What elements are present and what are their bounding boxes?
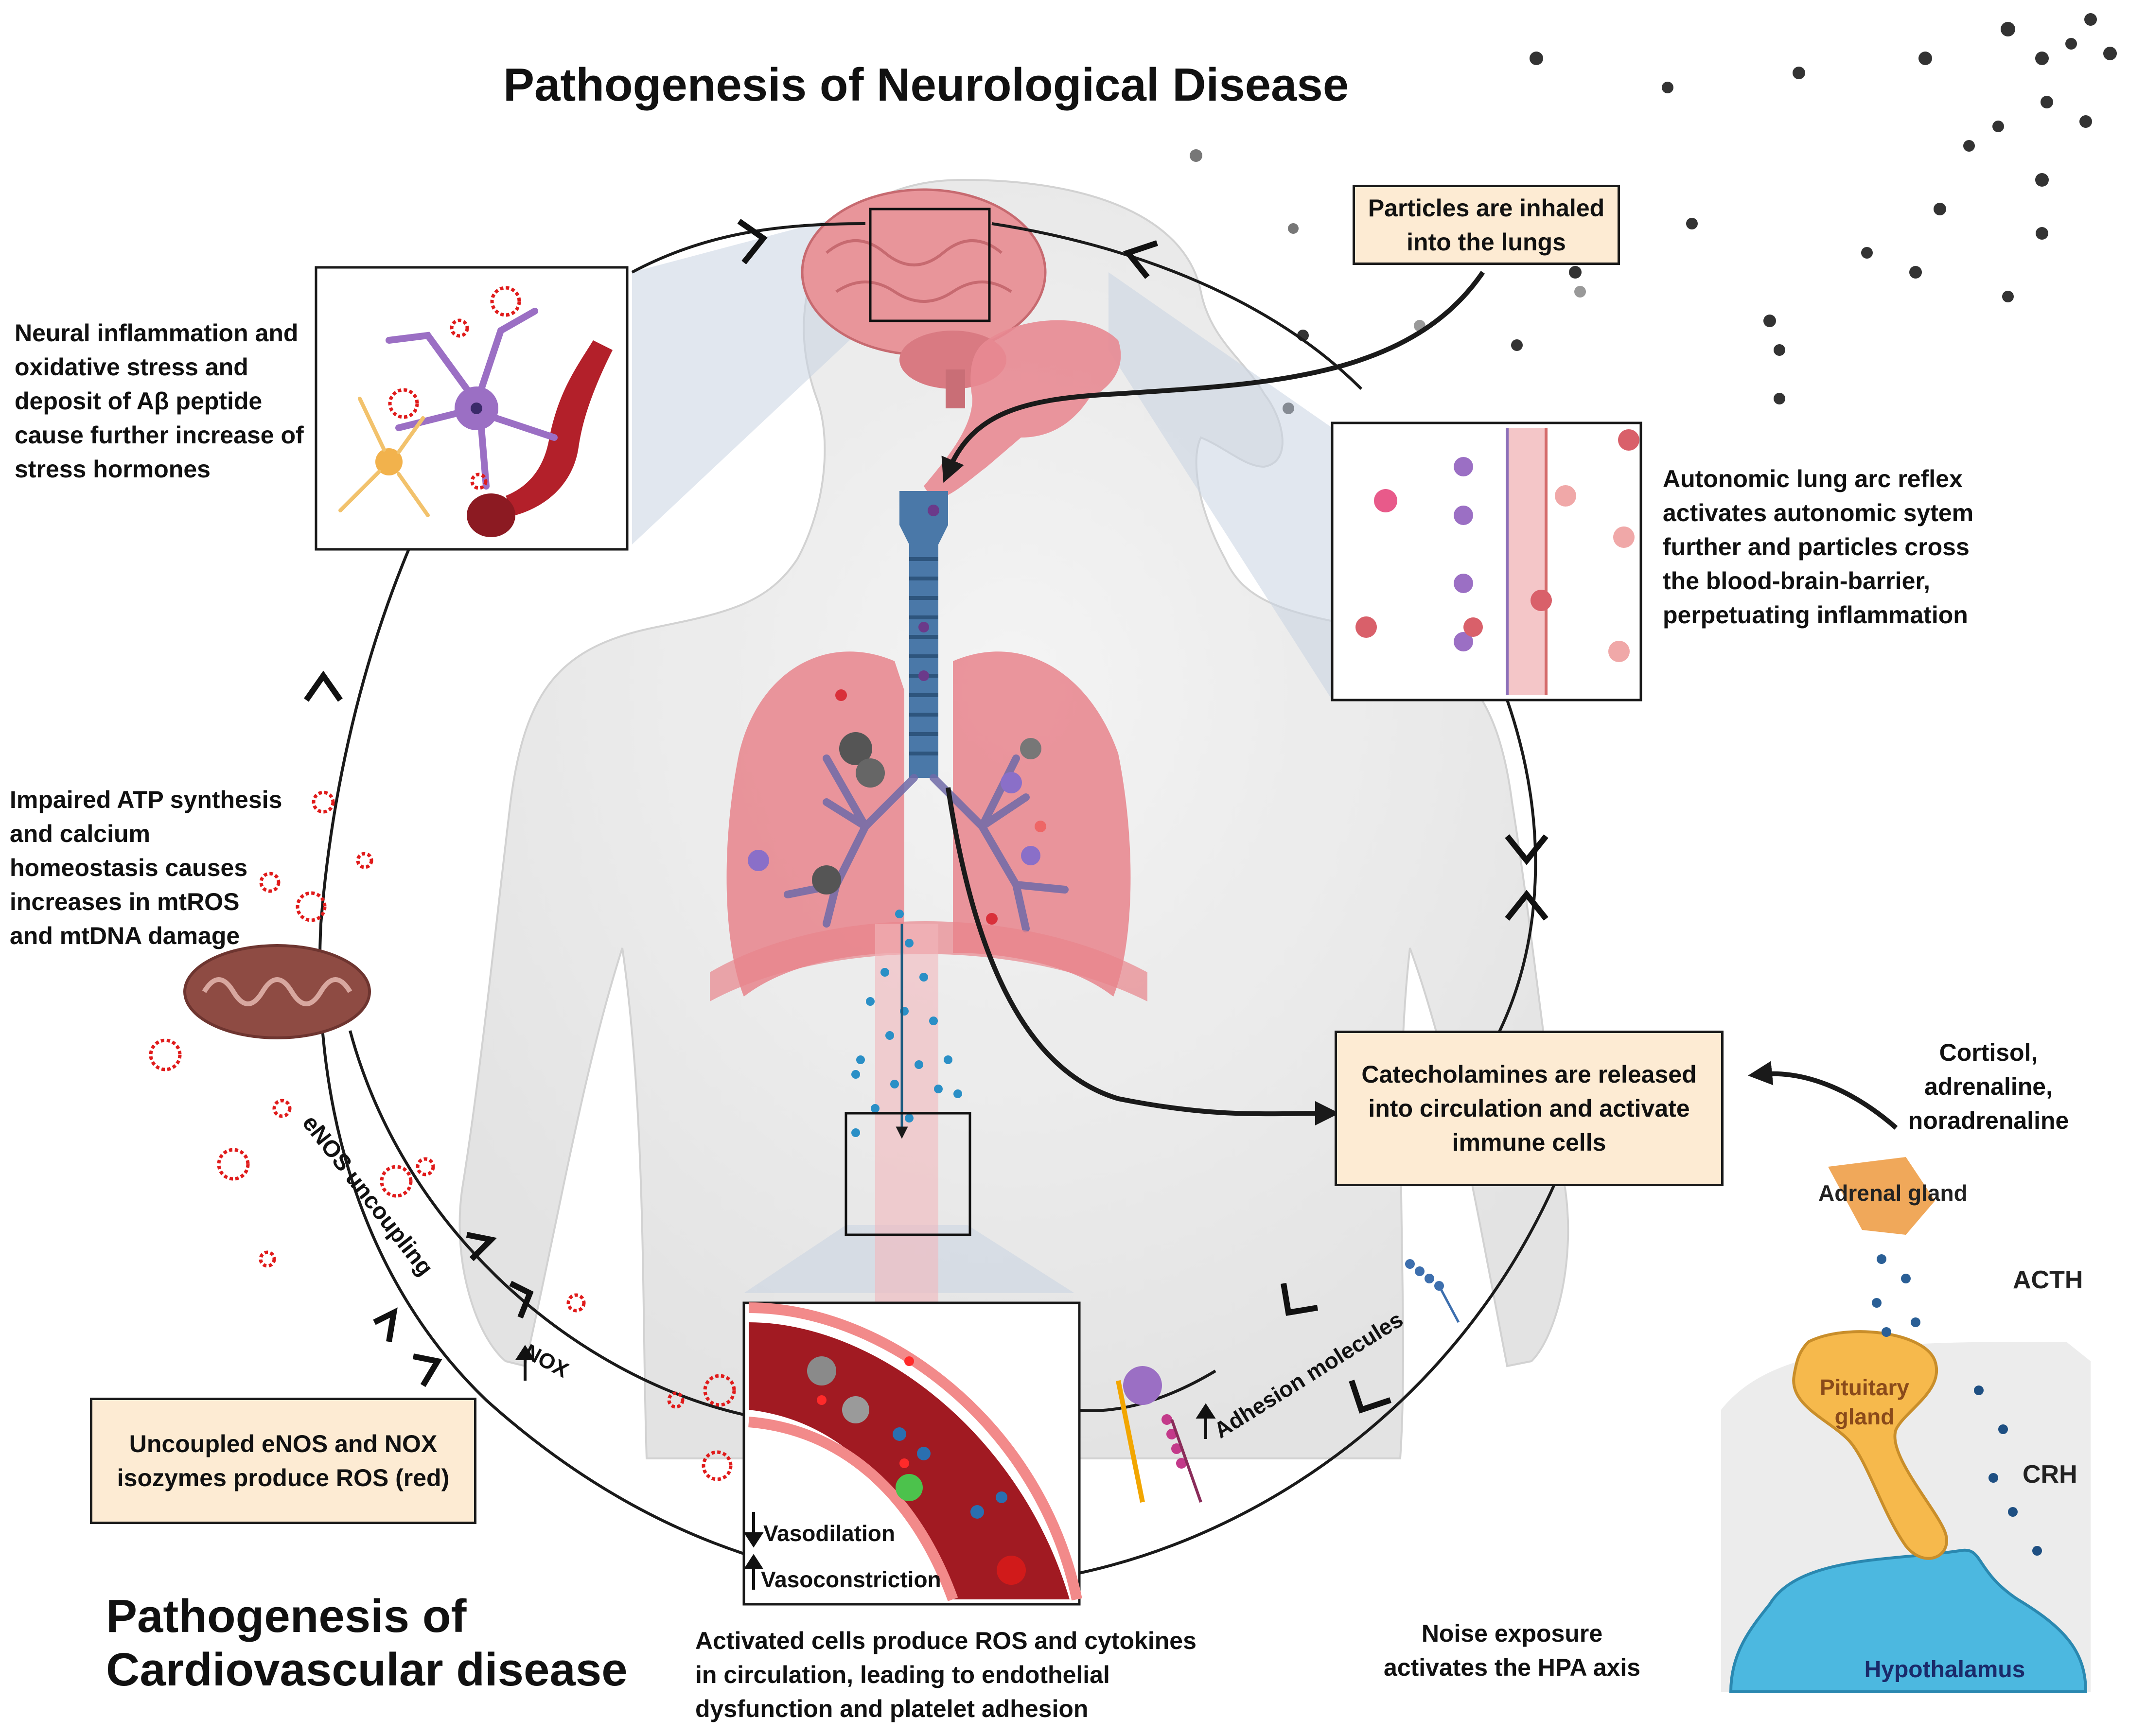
- adrenal-gland-label: Adrenal gland: [1818, 1180, 1968, 1206]
- hormones-note-line-2: adrenaline,: [1924, 1073, 2053, 1100]
- trachea: [899, 491, 948, 778]
- impaired-atp-note: Impaired ATP synthesis and calcium homeo…: [10, 783, 282, 953]
- neural-note-line-1: Neural inflammation and: [15, 319, 299, 347]
- neuron-inset: [315, 266, 629, 551]
- atp-note-line-3: homeostasis causes: [10, 854, 248, 881]
- hormone-arrow: [1748, 1061, 1898, 1130]
- mitochondrion: [183, 944, 371, 1039]
- atp-note-line-1: Impaired ATP synthesis: [10, 786, 282, 813]
- stress-hormones-note: Cortisol, adrenaline, noradrenaline: [1872, 1035, 2105, 1138]
- noise-exposure-note: Noise exposure activates the HPA axis: [1361, 1616, 1663, 1684]
- crh-label: CRH: [2023, 1460, 2077, 1489]
- nasal-airway: [924, 320, 1121, 501]
- ros-markers: [149, 286, 736, 1481]
- lungs-to-catecholamine-arrow: [946, 787, 1339, 1126]
- autonomic-note-line-3: further and particles cross: [1663, 533, 1970, 561]
- uncoupled-box-line-1: Uncoupled eNOS and NOX: [129, 1430, 438, 1457]
- vasoconstriction-label: Vasoconstriction: [761, 1567, 941, 1592]
- title-top: Pathogenesis of Neurological Disease: [503, 59, 1349, 111]
- pituitary-label-2: gland: [1835, 1404, 1895, 1429]
- hormones-note-line-3: noradrenaline: [1908, 1107, 2069, 1134]
- noise-note-line-2: activates the HPA axis: [1383, 1654, 1641, 1681]
- inhaled-particles: [1190, 13, 2117, 414]
- hpa-axis-illustration: [1721, 1157, 2091, 1693]
- autonomic-note-line-2: activates autonomic sytem: [1663, 499, 1974, 526]
- brain-zoom-frame: [869, 208, 991, 322]
- title-bottom-line-2: Cardiovascular disease: [106, 1644, 628, 1696]
- catecholamines-box-line-2: into circulation and activate: [1368, 1095, 1690, 1122]
- neural-note-line-4: cause further increase of: [15, 421, 304, 449]
- neural-inflammation-note: Neural inflammation and oxidative stress…: [15, 316, 304, 486]
- noise-note-line-1: Noise exposure: [1421, 1620, 1603, 1647]
- activated-note-line-1: Activated cells produce ROS and cytokine…: [695, 1627, 1196, 1654]
- neural-note-line-2: oxidative stress and: [15, 353, 248, 381]
- nox-label: NOX: [520, 1340, 572, 1383]
- title-bottom: Pathogenesis of Cardiovascular disease: [106, 1590, 628, 1697]
- atp-note-line-2: and calcium: [10, 820, 150, 847]
- cycle-direction-chevrons: [304, 219, 1548, 1414]
- blood-brain-barrier-inset: [1331, 421, 1642, 701]
- adhesion-molecule-illustration: [1116, 1259, 1460, 1503]
- neural-note-line-5: stress hormones: [15, 456, 211, 483]
- catecholamines-box-line-3: immune cells: [1452, 1129, 1606, 1156]
- blood-particles: [851, 910, 962, 1137]
- autonomic-note-line-5: perpetuating inflammation: [1663, 601, 1968, 629]
- lung-particles: [748, 505, 1046, 925]
- catecholamines-box: Catecholamines are released into circula…: [1335, 1031, 1724, 1186]
- up-down-arrows: [515, 1345, 1216, 1590]
- activated-note-line-3: dysfunction and platelet adhesion: [695, 1695, 1089, 1722]
- atp-note-line-4: increases in mtROS: [10, 888, 240, 915]
- particles-box-line-2: into the lungs: [1407, 228, 1566, 256]
- vasodilation-label: Vasodilation: [763, 1521, 895, 1546]
- vessel-inset: [742, 1301, 1082, 1606]
- autonomic-note-line-1: Autonomic lung arc reflex: [1663, 465, 1963, 492]
- acth-label: ACTH: [2013, 1266, 2083, 1294]
- pituitary-label-1: Pituitary: [1820, 1375, 1909, 1400]
- particles-box-line-1: Particles are inhaled: [1368, 194, 1605, 222]
- hormones-note-line-1: Cortisol,: [1939, 1039, 2038, 1066]
- uncoupled-enos-box: Uncoupled eNOS and NOX isozymes produce …: [90, 1398, 476, 1524]
- inhalation-arrow: [941, 271, 1485, 483]
- uncoupled-box-line-2: isozymes produce ROS (red): [117, 1464, 450, 1491]
- neural-note-line-3: deposit of Aβ peptide: [15, 387, 263, 415]
- activated-note-line-2: in circulation, leading to endothelial: [695, 1661, 1110, 1688]
- particles-inhaled-box: Particles are inhaled into the lungs: [1353, 185, 1620, 265]
- catecholamines-box-line-1: Catecholamines are released: [1361, 1061, 1697, 1088]
- autonomic-note-line-4: the blood-brain-barrier,: [1663, 567, 1931, 595]
- enos-uncoupling-label: eNOS uncoupling: [297, 1110, 438, 1280]
- lung-projection-wedge: [1108, 272, 1332, 700]
- vessel-zoom-frame: [845, 1112, 971, 1236]
- activated-cells-note: Activated cells produce ROS and cytokine…: [695, 1624, 1196, 1726]
- hypothalamus-label: Hypothalamus: [1865, 1657, 2025, 1683]
- autonomic-reflex-note: Autonomic lung arc reflex activates auto…: [1663, 462, 1973, 632]
- title-bottom-line-1: Pathogenesis of: [106, 1590, 467, 1642]
- atp-note-line-5: and mtDNA damage: [10, 922, 240, 949]
